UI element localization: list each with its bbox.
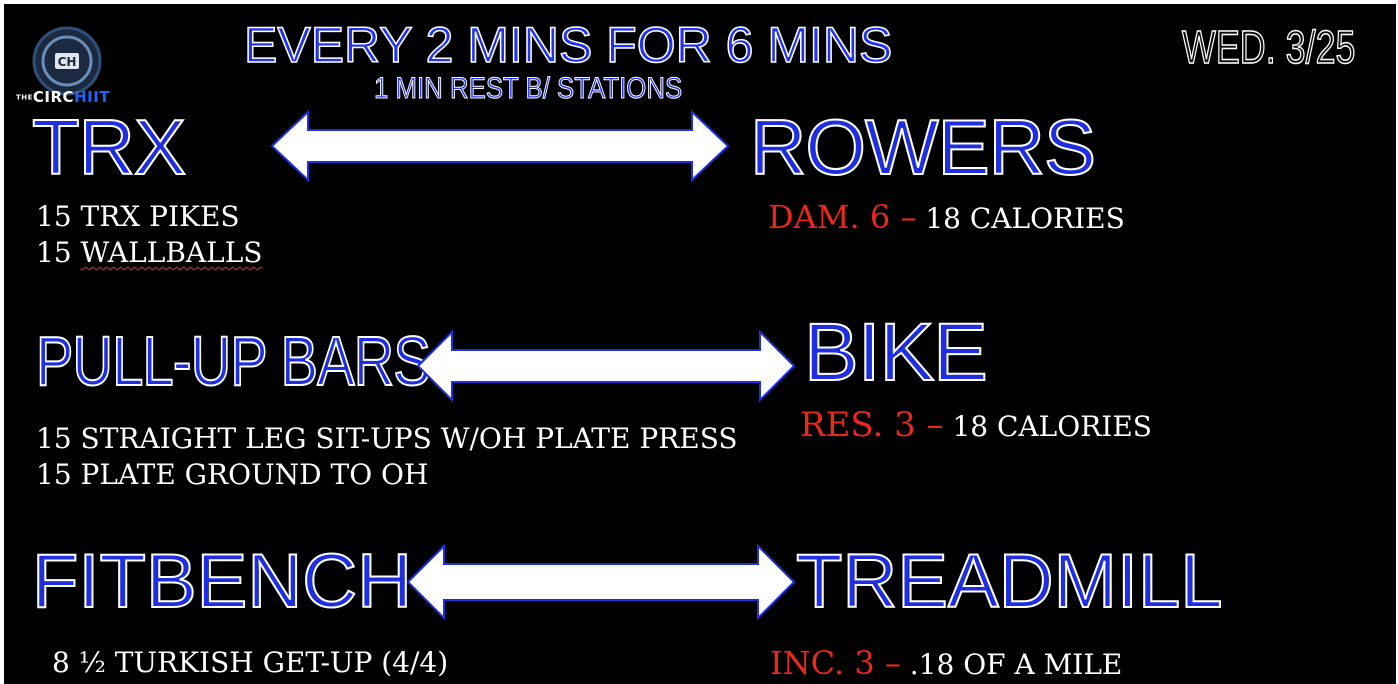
station-name-trx: TRX [31, 103, 187, 191]
station-name-pull-up-bars: PULL-UP BARS [35, 322, 431, 400]
workout-slide: CH THECIRCHIIT EVERY 2 MINS FOR 6 MINS 1… [4, 4, 1396, 684]
treadmill-setting: INC. 3 – [770, 644, 901, 682]
date-label: WED. 3/25 [1181, 21, 1356, 73]
double-arrow-icon [406, 544, 796, 620]
station-name-bike: BIKE [803, 307, 989, 398]
rowers-target-value: 18 CALORIES [925, 202, 1125, 235]
logo-prefix: THE [16, 93, 33, 102]
double-arrow-icon [416, 330, 796, 402]
bike-target: RES. 3 – 18 CALORIES [800, 408, 1152, 444]
trx-exercise-2: 15 WALLBALLS [36, 236, 263, 269]
treadmill-target-value: .18 OF A MILE [909, 648, 1123, 681]
treadmill-target: INC. 3 – .18 OF A MILE [770, 646, 1122, 682]
logo-text: CIRC [32, 88, 75, 106]
logo-text-accent: HIIT [74, 88, 111, 106]
circhiit-logo: CH [32, 26, 102, 96]
station-name-rowers: ROWERS [749, 103, 1097, 191]
trx-exercise-2-word: WALLBALLS [80, 236, 263, 269]
double-arrow-icon [270, 110, 730, 182]
pullup-exercise-2: 15 PLATE GROUND TO OH [36, 458, 429, 491]
fitbench-exercise-1: 8 ½ TURKISH GET-UP (4/4) [52, 646, 449, 679]
pullup-exercise-1: 15 STRAIGHT LEG SIT-UPS W/OH PLATE PRESS [36, 422, 738, 455]
rowers-target: DAM. 6 – 18 CALORIES [768, 200, 1125, 236]
station-name-treadmill: TREADMILL [795, 539, 1224, 624]
rowers-setting: DAM. 6 – [768, 198, 917, 236]
bike-setting: RES. 3 – [800, 405, 944, 445]
logo-wordmark: THECIRCHIIT [16, 88, 110, 106]
station-name-fitbench: FITBENCH [31, 539, 413, 624]
page-title: EVERY 2 MINS FOR 6 MINS [243, 17, 893, 73]
logo-mark-text: CH [58, 55, 77, 69]
trx-exercise-1: 15 TRX PIKES [36, 200, 240, 233]
bike-target-value: 18 CALORIES [952, 410, 1152, 443]
page-subtitle: 1 MIN REST B/ STATIONS [374, 72, 683, 105]
